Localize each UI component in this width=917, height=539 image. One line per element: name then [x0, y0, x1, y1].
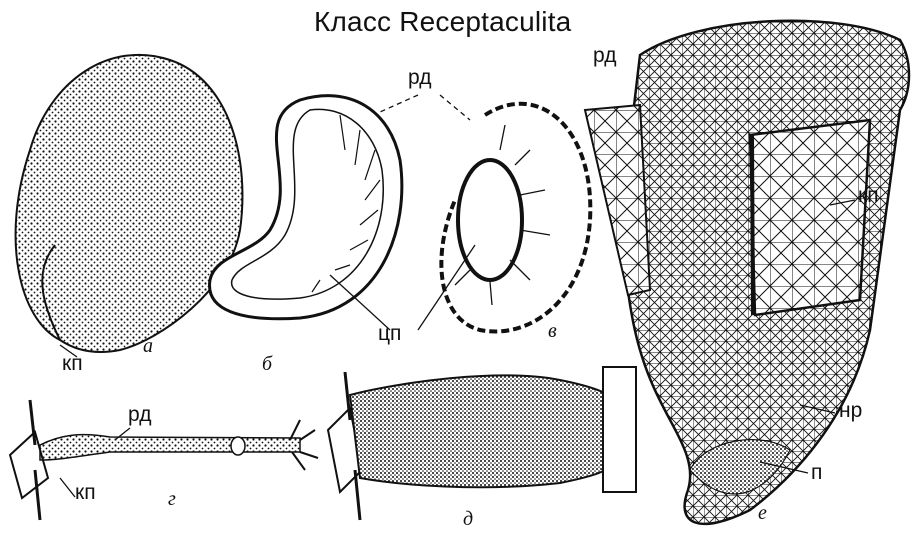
subfigure-label-e: е	[758, 502, 767, 525]
label-kp-e: кп	[858, 184, 879, 208]
specimen-v	[441, 104, 590, 332]
specimen-d	[328, 367, 636, 520]
label-p: п	[811, 461, 822, 485]
subfigure-label-v: в	[548, 320, 557, 343]
subfigure-label-g: г	[168, 488, 176, 511]
specimen-g	[10, 400, 318, 520]
specimen-a	[16, 55, 243, 352]
label-rd-center: рд	[408, 66, 431, 90]
label-kp-g: кп	[75, 481, 96, 505]
subfigure-label-d: д	[463, 508, 473, 531]
label-rd-top-right: рд	[593, 44, 616, 68]
subfigure-label-a: а	[143, 335, 153, 358]
label-kp-a: кп	[62, 352, 83, 376]
label-cp: цп	[378, 322, 401, 346]
label-rd-g: рд	[128, 403, 151, 427]
label-nr: нр	[839, 399, 862, 423]
figure-title: Класс Receptaculita	[314, 6, 571, 38]
subfigure-label-b: б	[262, 353, 272, 376]
